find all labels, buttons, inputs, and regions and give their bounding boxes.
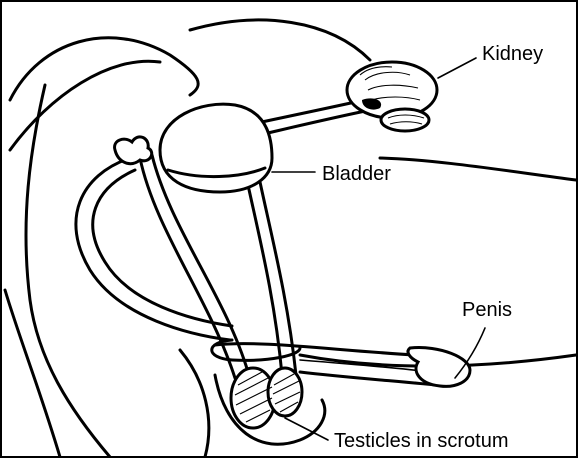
penis-label: Penis: [462, 299, 512, 321]
penis-glans: [408, 348, 470, 387]
penis-shaft-top: [215, 344, 415, 355]
kidney-leader-line: [438, 58, 476, 78]
body-outline-back: [10, 38, 198, 100]
vas-deferens-right-down: [248, 185, 282, 375]
testicles-label: Testicles in scrotum: [334, 430, 509, 452]
vas-deferens-outer-inner-edge: [93, 170, 232, 326]
body-outline-left: [26, 85, 110, 457]
kidney-second: [381, 109, 429, 131]
bladder-shape: [160, 104, 272, 192]
body-outline-thigh: [180, 350, 209, 457]
body-outline-front: [380, 158, 576, 180]
bladder-label: Bladder: [322, 163, 391, 185]
seminal-vesicle: [115, 137, 152, 164]
kidney-label: Kidney: [482, 43, 543, 65]
body-outline-abdomen: [190, 20, 370, 60]
